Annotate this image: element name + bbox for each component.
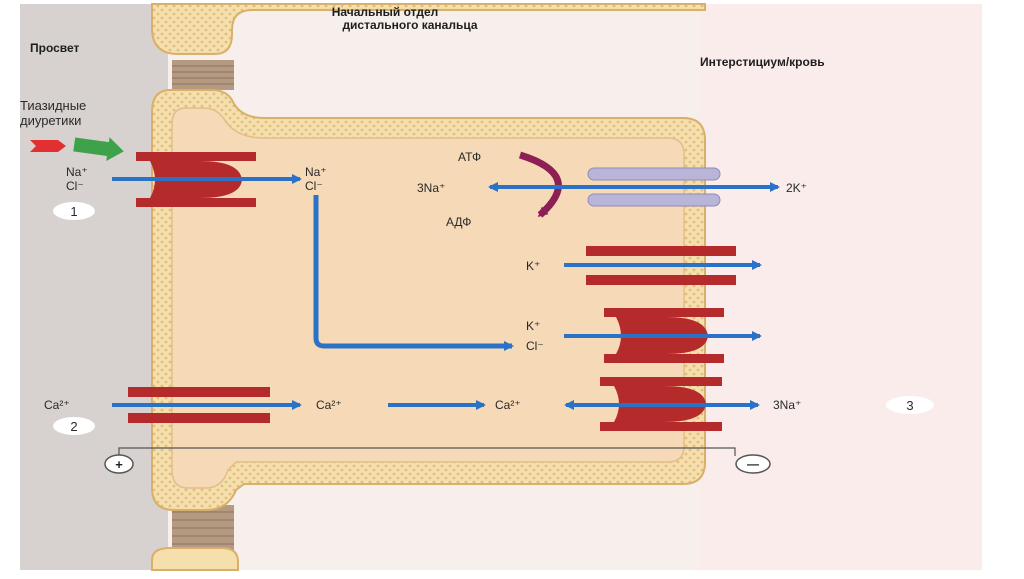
lumen-ca-label: Ca²⁺ [44,398,70,412]
cytoplasm [171,107,685,489]
k-channel [586,246,736,285]
segment-title-line2: дистального канальца [342,18,477,32]
atp-label: АТФ [458,150,481,164]
atp-adp-arc [518,151,562,218]
minus-electrode: — [735,454,771,474]
plus-electrode: + [104,454,134,474]
thiazide-label-line2: диуретики [20,113,81,128]
tight-junction-top [172,60,234,90]
k-channel-label: K⁺ [526,259,540,273]
minus-sign: — [747,457,759,471]
plus-sign: + [115,457,123,472]
kcl-k-label: K⁺ [526,319,540,333]
potential-circuit [118,447,736,456]
lower-neighbour-cell [151,547,239,571]
cell-na-label: Na⁺ [305,165,327,179]
upper-membrane-texture [152,4,705,54]
interstitium-area [700,4,982,570]
lumen-strip [20,4,168,570]
kcl-cl-label: Cl⁻ [526,339,544,353]
tight-junction-bottom [172,505,234,550]
adp-label: АДФ [446,215,471,229]
interstitium-label: Интерстициум/кровь [700,55,825,69]
marker-3: 3 [886,396,934,414]
marker-1-label: 1 [70,204,77,219]
cell-ca-label-2: Ca²⁺ [495,398,521,412]
lumen-na-label: Na⁺ [66,165,88,179]
pump-na-label: 3Na⁺ [417,181,445,195]
lumen-label: Просвет [30,41,80,55]
na-k-pump [587,167,721,207]
exchanger-na-label: 3Na⁺ [773,398,801,412]
cell-cl-label: Cl⁻ [305,179,323,193]
marker-2: 2 [53,417,95,435]
marker-3-label: 3 [906,398,913,413]
ca-channel-apical [128,387,270,423]
cl-path-arrow [313,195,514,351]
lumen-cl-label: Cl⁻ [66,179,84,193]
pump-k-label: 2K⁺ [786,181,807,195]
cell-ca-label-1: Ca²⁺ [316,398,342,412]
thiazide-arrow [30,137,124,161]
segment-title-line1: Начальный отдел [332,5,439,19]
thiazide-label-line1: Тиазидные [20,98,86,113]
marker-1: 1 [53,202,95,220]
transport-arrows [112,174,780,410]
marker-2-label: 2 [70,419,77,434]
